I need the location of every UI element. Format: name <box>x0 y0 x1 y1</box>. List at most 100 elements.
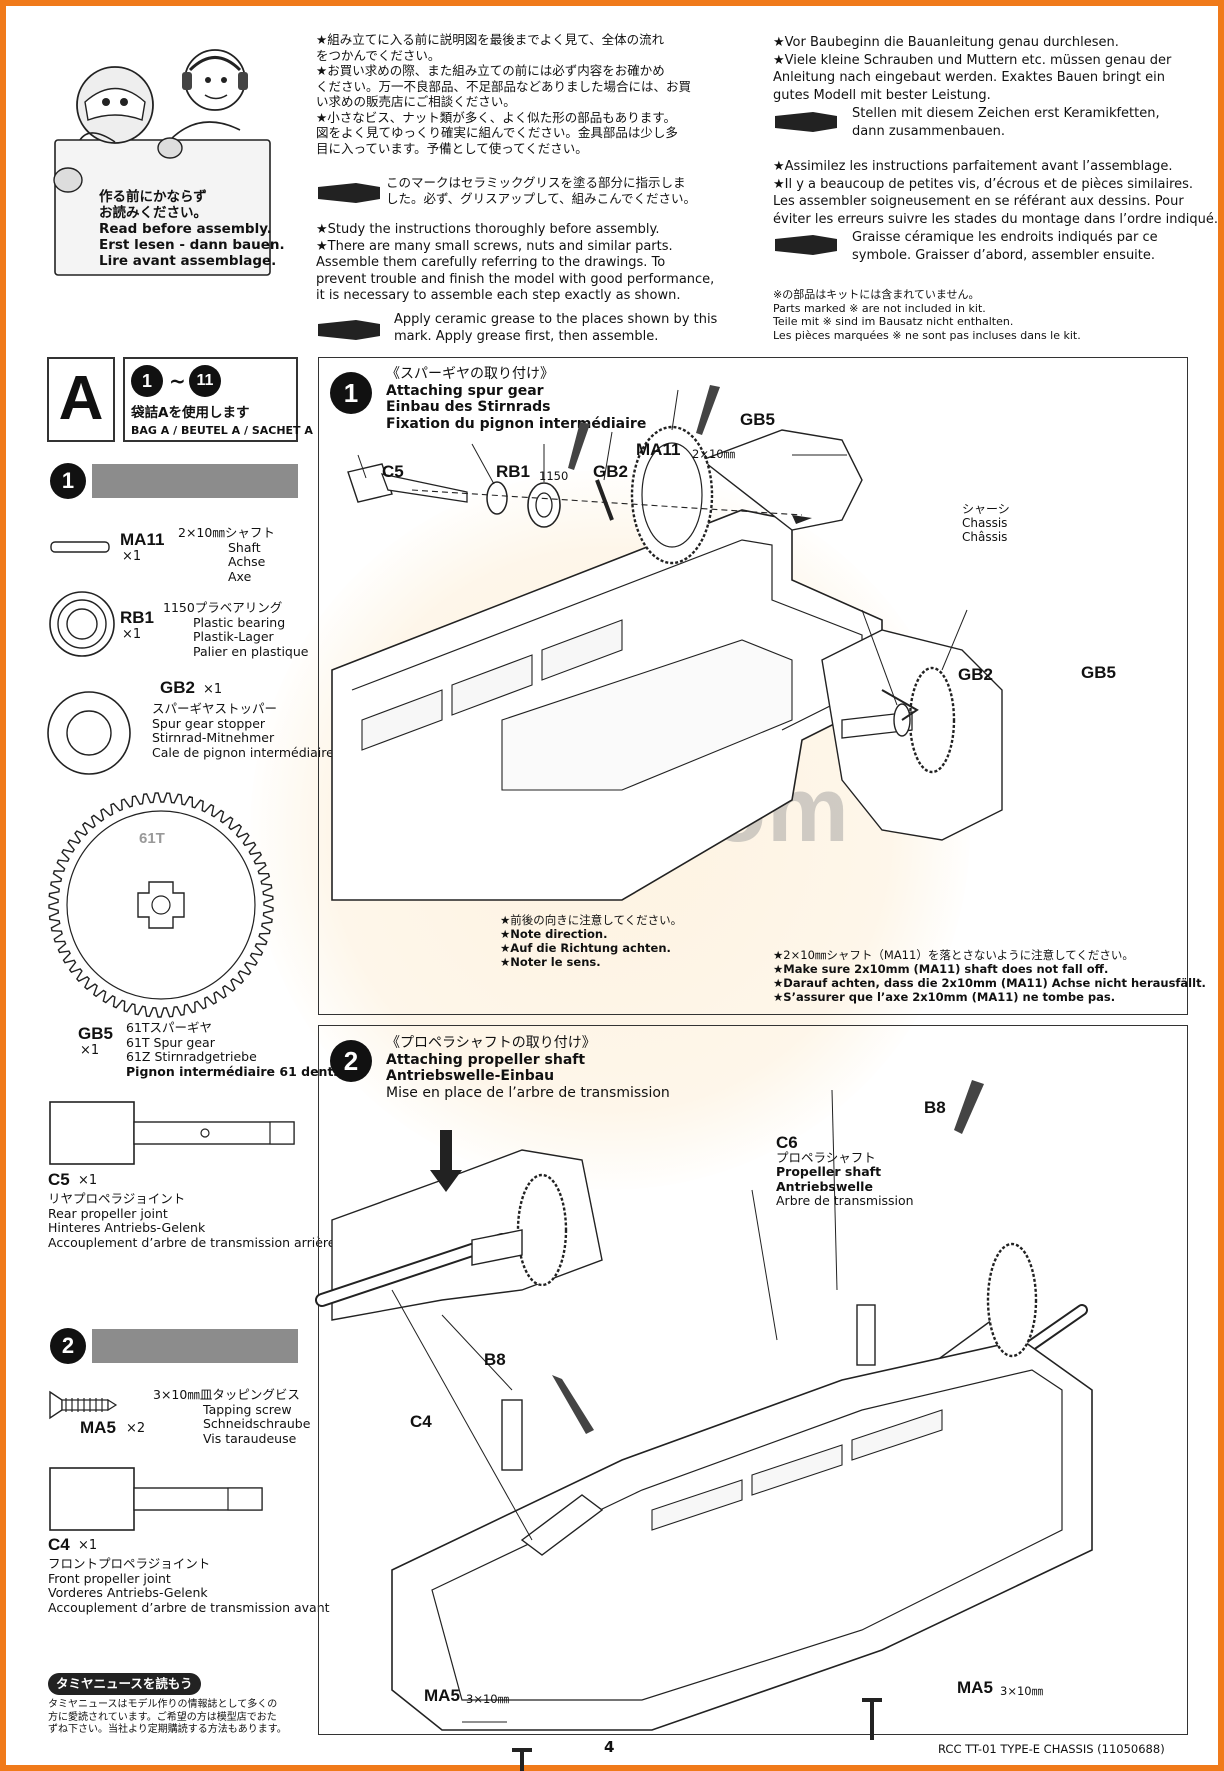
mascot-illustration <box>53 49 271 276</box>
tapping-screw-icon <box>49 1390 118 1420</box>
note-line: dann zusammenbauen. <box>852 123 1006 139</box>
note-line: ★S’assurer que l’axe 2x10mm (MA11) ne to… <box>773 990 1116 1004</box>
note-line: symbole. Graisser d’abord, assembler ens… <box>852 247 1156 263</box>
note-line: ★Note direction. <box>500 927 608 941</box>
label-gb5-detail: GB5 <box>1081 663 1116 682</box>
title-line: 《プロペラシャフトの取り付け》 <box>386 1035 596 1051</box>
parts-step1-bar <box>92 464 298 498</box>
note-line: ★Make sure 2x10mm (MA11) shaft does not … <box>773 962 1109 976</box>
title-line: Attaching spur gear <box>386 382 544 399</box>
label-c5: C5 <box>382 462 404 481</box>
step2-assembly-drawing <box>315 1080 1093 1771</box>
c6-line: プロペラシャフト <box>776 1149 876 1165</box>
en-grease-note: Apply ceramic grease to the places shown… <box>394 312 717 345</box>
bag-range-box: 1 ~ 11 袋詰Aを使用します BAG A / BEUTEL A / SACH… <box>123 357 313 442</box>
note-line: ★Vor Baubeginn die Bauanleitung genau du… <box>773 35 1119 50</box>
parts-step2-bar <box>92 1329 298 1363</box>
desc-line: Stirnrad-Mitnehmer <box>152 730 275 745</box>
gear-tooth-label: 61T <box>139 830 165 847</box>
note-line: ※の部品はキットには含まれていません。 <box>773 288 980 301</box>
rear-joint-icon <box>49 1101 295 1165</box>
part-qty: ×1 <box>78 1538 98 1553</box>
note-line: をつかんでください。 <box>316 47 441 63</box>
page-number: 4 <box>604 1738 615 1756</box>
desc-line: フロントプロペラジョイント <box>48 1556 211 1571</box>
desc-line: Accouplement d’arbre de transmission arr… <box>48 1234 336 1250</box>
part-desc: フロントプロペラジョイント Front propeller joint Vord… <box>48 1556 330 1615</box>
label-ma11: MA11 <box>636 440 681 459</box>
range-separator: ~ <box>169 369 186 393</box>
desc-line: Achse <box>228 554 266 569</box>
note-line: 図をよく見てゆっくり確実に組んでください。金具部品は少し多 <box>316 125 678 140</box>
desc-line: Axe <box>228 568 252 584</box>
note-line: ★Noter le sens. <box>500 955 601 969</box>
step1-panel <box>318 357 1188 1015</box>
jp-grease-note: このマークはセラミックグリスを塗る部分に指示しま した。必ず、グリスアップして、… <box>386 175 696 207</box>
label-rb1: RB1 <box>496 462 531 481</box>
title-line: Attaching propeller shaft <box>386 1051 586 1068</box>
label-gb5: GB5 <box>740 410 775 429</box>
fr-grease-note: Graisse céramique les endroits indiqués … <box>852 229 1158 264</box>
c6-line: Propeller shaft <box>776 1164 882 1179</box>
step2-panel <box>318 1025 1188 1735</box>
c6-line: Arbre de transmission <box>776 1193 914 1208</box>
note-line: ★前後の向きに注意してください。 <box>500 913 683 927</box>
part-code: MA5 <box>80 1418 116 1437</box>
desc-line: Accouplement d’arbre de transmission ava… <box>48 1599 330 1615</box>
desc-line: 1150プラベアリング <box>163 600 283 615</box>
part-code: C4 <box>48 1535 70 1554</box>
news-badge: タミヤニュースを読もう <box>48 1673 201 1695</box>
part-qty: ×1 <box>203 682 223 697</box>
label-ma11-size: 2×10㎜ <box>692 447 736 461</box>
desc-line: Front propeller joint <box>48 1570 171 1586</box>
front-joint-icon <box>49 1467 263 1531</box>
chassis-line: Chassis <box>962 516 1008 530</box>
label-gb2-detail: GB2 <box>958 665 993 684</box>
desc-line: Plastik-Lager <box>193 629 274 644</box>
label-b8: B8 <box>924 1098 946 1117</box>
desc-line: Plastic bearing <box>193 614 286 630</box>
news-line: タミヤニュースはモデル作りの情報誌として多くの <box>48 1699 278 1710</box>
desc-line: Schneidschraube <box>203 1416 311 1431</box>
note-line: ★There are many small screws, nuts and s… <box>316 238 673 254</box>
desc-line: スパーギヤストッパー <box>152 701 278 716</box>
note-line: Stellen mit diesem Zeichen erst Keramikf… <box>852 106 1160 121</box>
desc-line: 61Tスパーギヤ <box>126 1020 213 1035</box>
desc-line: 3×10㎜皿タッピングビス <box>153 1387 300 1402</box>
label-rb1-size: 1150 <box>539 469 569 483</box>
note-line: 目に入っています。予備として使ってください。 <box>316 140 588 156</box>
range-to-badge: 11 <box>189 365 221 397</box>
c6-line: Antriebswelle <box>776 1178 873 1194</box>
part-code: C5 <box>48 1170 70 1189</box>
note-line: した。必ず、グリスアップして、組みこんでください。 <box>386 191 697 206</box>
shaft-note: ★2×10㎜シャフト（MA11）を落とさないように注意してください。 ★Make… <box>773 948 1206 1004</box>
gear-rim <box>66 810 256 1000</box>
part-qty: ×1 <box>122 549 142 564</box>
mascot-line: 作る前にかならず <box>99 189 207 205</box>
grease-icon <box>775 112 837 132</box>
parts-step1-badge: 1 <box>50 463 86 499</box>
part-code: GB5 <box>78 1024 113 1043</box>
part-qty: ×1 <box>80 1043 100 1058</box>
note-line: Graisse céramique les endroits indiqués … <box>852 230 1158 245</box>
note-line: ★組み立てに入る前に説明図を最後までよく見て、全体の流れ <box>316 32 665 47</box>
note-line: Les assembler soigneusement en se référa… <box>773 194 1184 209</box>
de-notes: ★Vor Baubeginn die Bauanleitung genau du… <box>773 34 1171 104</box>
note-line: ★Assimilez les instructions parfaitement… <box>773 159 1173 174</box>
desc-line: Cale de pignon intermédiaire <box>152 744 334 760</box>
news-line: 方に愛読されています。ご希望の方は模型店でおた <box>48 1711 277 1723</box>
label-ma5-size: 3×10㎜ <box>1000 1684 1044 1698</box>
fr-notes: ★Assimilez les instructions parfaitement… <box>773 158 1218 228</box>
title-line: 《スパーギヤの取り付け》 <box>386 366 554 382</box>
desc-line: 61Z Stirnradgetriebe <box>126 1049 257 1064</box>
jp-notes: ★組み立てに入る前に説明図を最後までよく見て、全体の流れ をつかんでください。 … <box>316 32 691 156</box>
chassis-line: シャーシ <box>962 502 1010 516</box>
grease-icon <box>318 320 380 340</box>
part-qty: ×1 <box>78 1173 98 1188</box>
news-line: ずね下さい。当社より定期購読する方法もあります。 <box>48 1724 287 1735</box>
footer-title: RCC TT-01 TYPE-E CHASSIS (11050688) <box>938 1742 1165 1756</box>
note-line: Assemble them carefully referring to the… <box>316 255 666 270</box>
note-line: Anleitung nach eingebaut werden. Exaktes… <box>773 70 1165 85</box>
mascot-line: お読みください。 <box>99 205 207 221</box>
mascot-line: Erst lesen - dann bauen. <box>99 237 285 253</box>
